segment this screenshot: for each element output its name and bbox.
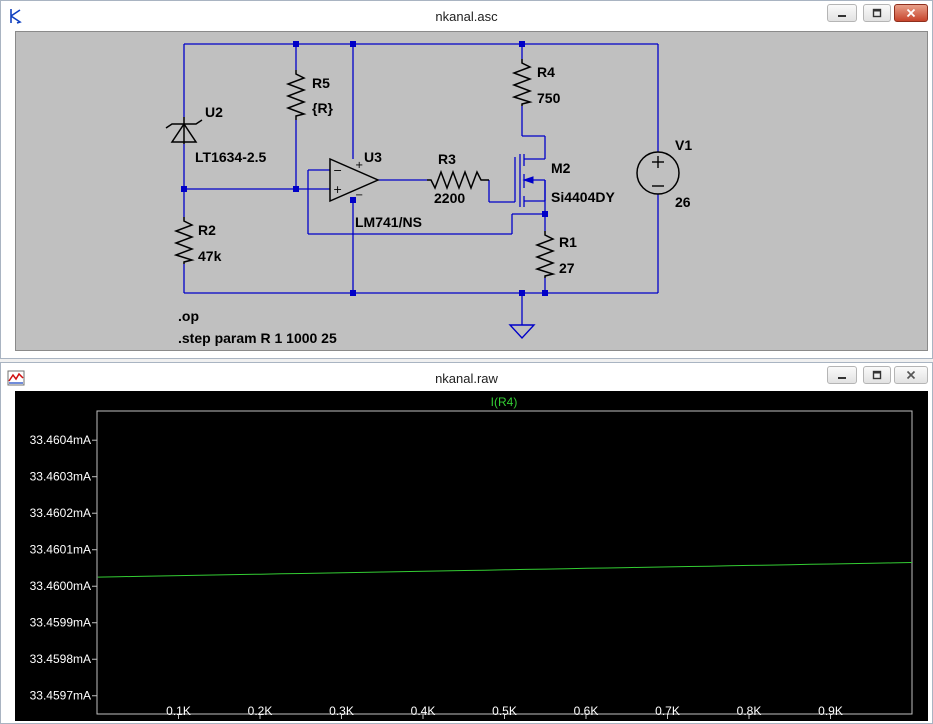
mosfet-arrow: [522, 176, 534, 184]
r4-value: 750: [537, 90, 561, 106]
r3-value: 2200: [434, 190, 465, 206]
r4-ref: R4: [537, 64, 555, 80]
r3-ref: R3: [438, 151, 456, 167]
schematic-title: nkanal.asc: [435, 9, 498, 24]
minimize-icon: [838, 15, 846, 17]
r1-value: 27: [559, 260, 575, 276]
minimize-icon: [838, 377, 846, 379]
restore-icon: [872, 8, 882, 18]
y-tick-label: 33.4597mA: [30, 689, 91, 703]
schematic-icon: [10, 9, 22, 24]
schematic-canvas[interactable]: − + + −: [15, 31, 928, 351]
schematic-drawing: − + + −: [165, 41, 692, 346]
waveform-title: nkanal.raw: [435, 371, 498, 386]
r2-value: 47k: [198, 248, 222, 264]
x-tick-label: 0.2K: [248, 704, 273, 718]
y-tick-label: 33.4600mA: [30, 579, 91, 593]
y-tick-label: 33.4599mA: [30, 616, 91, 630]
y-tick-label: 33.4598mA: [30, 652, 91, 666]
x-axis: 0.1K 0.2K 0.3K 0.4K 0.5K 0.6K 0.7K 0.8K 0.9K: [166, 704, 843, 719]
y-tick-label: 33.4602mA: [30, 506, 91, 520]
minimize-button[interactable]: [827, 366, 857, 384]
x-tick-label: 0.6K: [574, 704, 599, 718]
junction-dots: [181, 41, 548, 296]
schematic-titlebar[interactable]: nkanal.asc: [1, 1, 932, 31]
resistors: [173, 59, 556, 278]
waveform-titlebar[interactable]: nkanal.raw: [1, 363, 932, 393]
voltage-source-symbol: [636, 151, 680, 195]
r2-ref: R2: [198, 222, 216, 238]
traces: [97, 562, 913, 578]
ground-icon: [508, 324, 536, 340]
u2-value: LT1634-2.5: [195, 149, 267, 165]
reference-diode-symbol: [165, 117, 203, 144]
x-tick-label: 0.1K: [166, 704, 191, 718]
close-icon: [906, 370, 916, 380]
y-tick-label: 33.4604mA: [30, 433, 91, 447]
x-tick-label: 0.4K: [411, 704, 436, 718]
u3-value: LM741/NS: [355, 214, 422, 230]
r5-value: {R}: [312, 100, 334, 116]
maximize-button[interactable]: [863, 4, 891, 22]
close-button[interactable]: [894, 366, 928, 384]
svg-text:+: +: [333, 183, 342, 196]
schematic-window: nkanal.asc: [0, 0, 933, 359]
close-icon: [906, 8, 916, 18]
plot-frame: [96, 410, 913, 715]
directive-op[interactable]: .op: [178, 308, 199, 324]
opamp-symbol: − + + −: [329, 157, 380, 203]
svg-text:−: −: [333, 164, 342, 177]
y-tick-label: 33.4603mA: [30, 470, 91, 484]
y-tick-label: 33.4601mA: [30, 543, 91, 557]
r1-ref: R1: [559, 234, 577, 250]
y-axis: 33.4604mA 33.4603mA 33.4602mA 33.4601mA 33.4…: [30, 433, 97, 703]
close-button[interactable]: [894, 4, 928, 22]
x-tick-label: 0.8K: [737, 704, 762, 718]
waveform-icon: [7, 370, 25, 386]
wires: [183, 43, 659, 325]
trace-title[interactable]: I(R4): [491, 395, 518, 409]
v1-value: 26: [675, 194, 691, 210]
u3-ref: U3: [364, 149, 382, 165]
maximize-button[interactable]: [863, 366, 891, 384]
x-tick-label: 0.5K: [492, 704, 517, 718]
m2-value: Si4404DY: [551, 189, 615, 205]
r5-ref: R5: [312, 75, 330, 91]
v1-ref: V1: [675, 137, 692, 153]
waveform-plot: I(R4) 33.4604mA 33.4603mA 33.4602mA 33.4601…: [30, 395, 913, 719]
x-tick-label: 0.3K: [329, 704, 354, 718]
svg-text:−: −: [355, 190, 363, 201]
waveform-canvas[interactable]: I(R4) 33.4604mA 33.4603mA 33.4602mA 33.4601…: [15, 391, 928, 721]
m2-ref: M2: [551, 160, 571, 176]
trace-line[interactable]: [97, 562, 913, 578]
directive-step[interactable]: .step param R 1 1000 25: [178, 330, 337, 346]
svg-text:+: +: [355, 160, 363, 171]
x-tick-label: 0.7K: [655, 704, 680, 718]
minimize-button[interactable]: [827, 4, 857, 22]
restore-icon: [872, 370, 882, 380]
u2-ref: U2: [205, 104, 223, 120]
x-tick-label: 0.9K: [818, 704, 843, 718]
